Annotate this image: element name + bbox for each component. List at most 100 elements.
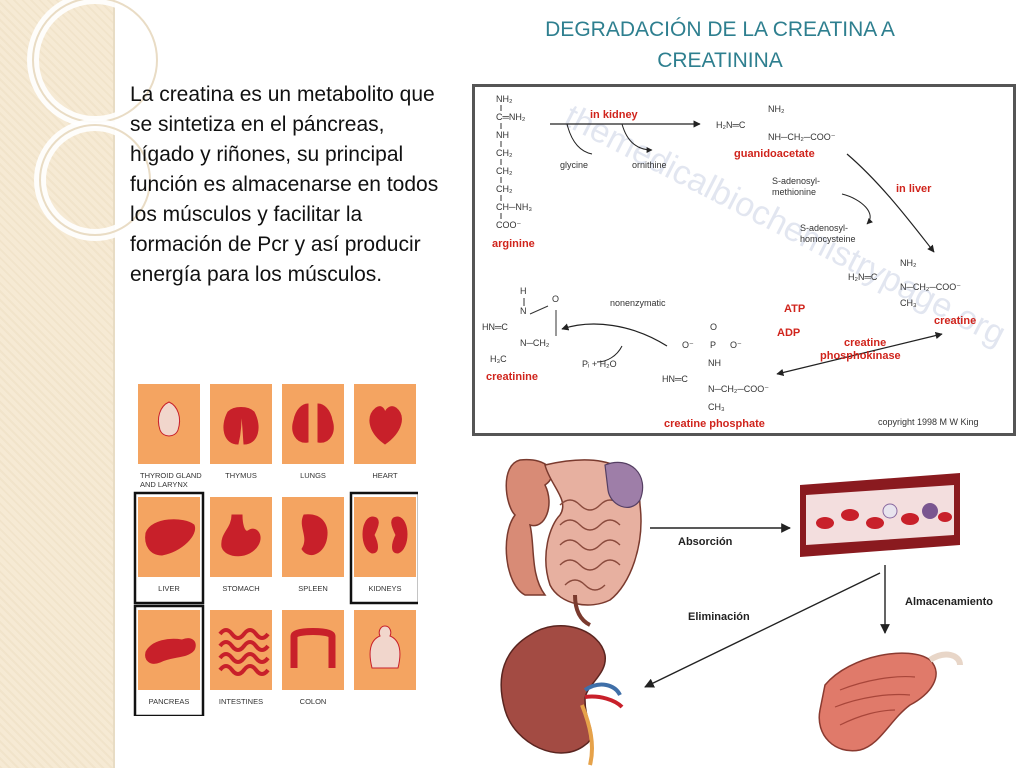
organ-label: STOMACH	[222, 584, 259, 593]
sah-line2: homocysteine	[800, 234, 856, 244]
enzyme-line2: phosphokinase	[820, 350, 901, 362]
svg-text:HN═C: HN═C	[482, 322, 508, 332]
copyright-text: copyright 1998 M W King	[878, 417, 979, 427]
creatine-structure: NH₂ H₂N═C N─CH₂─COO⁻ CH₃ creatine	[848, 258, 976, 327]
sam-line1: S-adenosyl-	[772, 176, 820, 186]
organ-cell-stomach: STOMACH	[210, 497, 272, 593]
arg-ch2-a: CH₂	[496, 148, 513, 158]
arg-coo: COO⁻	[496, 220, 522, 230]
almacenamiento-label: Almacenamiento	[905, 596, 993, 608]
guanidoacetate-label: guanidoacetate	[734, 148, 815, 160]
svg-text:H₃C: H₃C	[490, 354, 507, 364]
svg-text:O⁻: O⁻	[730, 340, 742, 350]
liver-icon	[145, 519, 196, 556]
glycine-label: glycine	[560, 160, 588, 170]
colon-icon	[290, 628, 336, 668]
organ-cell-torso	[354, 610, 416, 690]
svg-text:N: N	[520, 306, 527, 316]
thymus-icon	[223, 407, 259, 445]
eliminacion-label: Eliminación	[688, 611, 750, 623]
intro-paragraph: La creatina es un metabolito que se sint…	[130, 83, 439, 286]
svg-text:O⁻: O⁻	[682, 340, 694, 350]
slide-title-line2: CREATININA	[657, 49, 783, 72]
adp-label: ADP	[777, 327, 800, 339]
organ-cell-liver: LIVER	[133, 491, 205, 605]
organ-label: COLON	[300, 697, 327, 706]
stomach-icon	[221, 514, 261, 557]
organ-cell-thymus: THYMUS	[210, 384, 272, 480]
highlight-box	[133, 604, 205, 716]
creatine-pathway-diagram: themedicalbiochemistrypage.org NH₂ C═NH₂…	[472, 84, 1016, 436]
svg-text:O: O	[552, 294, 559, 304]
organ-label: LIVER	[158, 584, 180, 593]
organ-cell-pancreas: PANCREAS	[133, 604, 205, 716]
pancreas-icon	[145, 638, 196, 664]
ornithine-label: ornithine	[632, 160, 667, 170]
absorption-diagram: Absorción Almacenamiento Eliminación	[500, 458, 993, 766]
decorative-rings	[27, 0, 163, 241]
svg-text:H₂N═C: H₂N═C	[848, 272, 878, 282]
svg-text:NH─CH₂─COO⁻: NH─CH₂─COO⁻	[768, 132, 836, 142]
intestines-icon	[218, 628, 270, 676]
slide-title: DEGRADACIÓN DE LA CREATINA A CREATININA	[495, 14, 945, 76]
heart-icon	[369, 406, 402, 445]
creatine-phosphate-structure: O O⁻ P O⁻ NH HN═C N─CH₂─COO⁻ CH₃ creatin…	[662, 322, 769, 430]
svg-text:NH₂: NH₂	[900, 258, 917, 268]
atp-label: ATP	[784, 303, 805, 315]
svg-text:CH₃: CH₃	[900, 298, 917, 308]
organ-label: HEART	[372, 471, 398, 480]
creatinine-label: creatinine	[486, 371, 538, 383]
svg-text:O: O	[710, 322, 717, 332]
organ-cell-spleen: SPLEEN	[282, 497, 344, 593]
blood-vessel-illustration	[800, 473, 960, 557]
organ-label: LUNGS	[300, 471, 326, 480]
arg-cnh2: C═NH₂	[496, 112, 526, 122]
organ-label: THYMUS	[225, 471, 257, 480]
strip-edge	[113, 0, 115, 768]
water-label: Pᵢ + H₂O	[582, 359, 617, 369]
muscle-illustration	[818, 651, 963, 752]
enzyme-line1: creatine	[844, 337, 886, 349]
organ-label: INTESTINES	[219, 697, 263, 706]
organ-cell-lungs: LUNGS	[282, 384, 344, 480]
svg-text:NH: NH	[708, 358, 721, 368]
in-liver-label: in liver	[896, 183, 932, 195]
svg-text:H: H	[520, 286, 527, 296]
kidneys-icon	[362, 516, 408, 554]
svg-text:H₂N═C: H₂N═C	[716, 120, 746, 130]
svg-text:NH₂: NH₂	[768, 104, 785, 114]
spleen-icon	[301, 514, 328, 556]
organ-label: KIDNEYS	[369, 584, 402, 593]
organ-tile	[282, 384, 344, 464]
arginine-label: arginine	[492, 238, 535, 250]
organ-cell-colon: COLON	[282, 610, 344, 706]
sam-line2: methionine	[772, 187, 816, 197]
creatine-label: creatine	[934, 315, 976, 327]
svg-text:CH₃: CH₃	[708, 402, 725, 412]
creatinine-structure: H N O HN═C N─CH₂ H₃C creatinine	[482, 286, 559, 383]
organ-label: THYROID GLAND	[140, 471, 202, 480]
svg-text:P: P	[710, 340, 716, 350]
arg-nh: NH	[496, 130, 509, 140]
organ-cell-kidneys: KIDNEYS	[349, 491, 418, 605]
svg-text:HN═C: HN═C	[662, 374, 688, 384]
lungs-icon	[292, 403, 334, 443]
thyroid-icon	[157, 401, 181, 437]
arg-ch2-c: CH₂	[496, 184, 513, 194]
organ-cell-intestines: INTESTINES	[210, 610, 272, 706]
intestine-illustration	[505, 458, 644, 627]
arginine-structure: NH₂ C═NH₂ NH CH₂ CH₂ CH₂ CH─NH₃ COO⁻ arg…	[492, 94, 535, 250]
arg-nh2: NH₂	[496, 94, 513, 104]
highlight-box	[349, 491, 418, 605]
guanidoacetate-structure: NH₂ H₂N═C NH─CH₂─COO⁻ guanidoacetate	[716, 104, 836, 160]
pathway-frame	[472, 84, 1016, 436]
sah-line1: S-adenosyl-	[800, 223, 848, 233]
organ-label-line2: AND LARYNX	[140, 480, 188, 489]
arg-ch2-b: CH₂	[496, 166, 513, 176]
slide-title-line1: DEGRADACIÓN DE LA CREATINA A	[545, 18, 895, 41]
svg-text:N─CH₂: N─CH₂	[520, 338, 550, 348]
nonenzymatic-label: nonenzymatic	[610, 298, 666, 308]
organ-label: SPLEEN	[298, 584, 328, 593]
